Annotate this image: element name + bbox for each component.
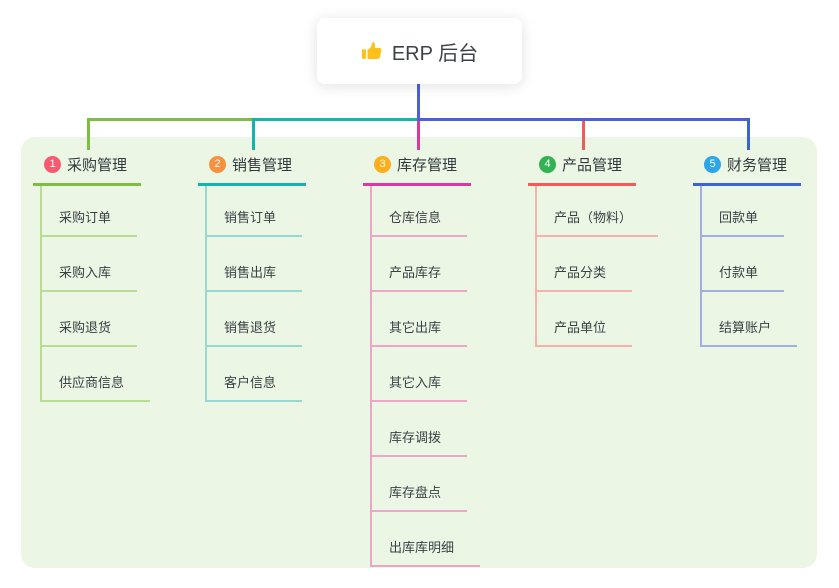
child-label: 销售出库 [224,265,277,280]
child-label: 出库库明细 [389,540,455,555]
child-node[interactable]: 结算账户 [702,292,798,347]
child-node[interactable]: 其它出库 [372,292,468,347]
child-label: 产品单位 [554,320,607,335]
branch-title: 采购管理 [67,157,128,174]
child-node[interactable]: 采购订单 [42,186,138,237]
child-label: 采购入库 [59,265,112,280]
branch-number-badge: 3 [374,156,391,173]
child-label: 付款单 [719,265,759,280]
child-label: 库存调拨 [389,430,442,445]
child-label: 其它出库 [389,320,442,335]
branch-5: 5 财务管理 回款单付款单结算账户 [693,148,801,347]
branch-title: 库存管理 [397,157,458,174]
branch-number-badge: 5 [704,156,721,173]
branch-title: 产品管理 [562,157,623,174]
child-node[interactable]: 产品单位 [537,292,633,347]
trunk-line [417,84,420,121]
child-label: 产品分类 [554,265,607,280]
connector-drop [582,121,585,150]
child-label: 产品库存 [389,265,442,280]
connector-horizontal-left [87,118,252,121]
branch-children: 销售订单销售出库销售退货客户信息 [205,186,306,402]
child-node[interactable]: 销售订单 [207,186,303,237]
connector-drop [417,121,420,150]
child-label: 采购订单 [59,210,112,225]
child-node[interactable]: 客户信息 [207,347,303,402]
child-node[interactable]: 销售退货 [207,292,303,347]
connector-horizontal-mid [252,118,417,121]
child-node[interactable]: 采购入库 [42,237,138,292]
child-node[interactable]: 产品分类 [537,237,633,292]
connector-horizontal-right [417,118,750,121]
child-label: 库存盘点 [389,485,442,500]
branch-number-badge: 4 [539,156,556,173]
child-node[interactable]: 产品库存 [372,237,468,292]
branch-title: 财务管理 [727,157,788,174]
branch-header[interactable]: 5 财务管理 [693,148,801,186]
connector-drop [87,118,90,150]
child-label: 其它入库 [389,375,442,390]
branch-header[interactable]: 4 产品管理 [528,148,636,186]
branch-children: 产品（物料） 产品分类产品单位 [535,186,659,347]
connector-drop [252,118,255,150]
branch-children: 采购订单采购入库采购退货供应商信息 [40,186,151,402]
branch-2: 2 销售管理 销售订单销售出库销售退货客户信息 [198,148,306,402]
child-label: 客户信息 [224,375,277,390]
branch-header[interactable]: 3 库存管理 [363,148,471,186]
thumbs-up-icon [361,40,383,62]
branch-children: 仓库信息产品库存其它出库其它入库库存调拨库存盘点出库库明细 [370,186,481,567]
child-label: 仓库信息 [389,210,442,225]
branch-header[interactable]: 2 销售管理 [198,148,306,186]
child-label: 采购退货 [59,320,112,335]
child-label: 销售退货 [224,320,277,335]
branch-number-badge: 2 [209,156,226,173]
root-label: ERP 后台 [391,42,479,65]
branches-panel [21,137,817,568]
child-node[interactable]: 回款单 [702,186,785,237]
root-node[interactable]: ERP 后台 [317,18,522,84]
child-node[interactable]: 供应商信息 [42,347,151,402]
child-label: 销售订单 [224,210,277,225]
child-node[interactable]: 库存盘点 [372,457,468,512]
branch-title: 销售管理 [232,157,293,174]
connector-drop [747,118,750,150]
child-node[interactable]: 采购退货 [42,292,138,347]
child-label: 回款单 [719,210,759,225]
branch-1: 1 采购管理 采购订单采购入库采购退货供应商信息 [33,148,151,402]
child-label: 结算账户 [719,320,772,335]
child-node[interactable]: 其它入库 [372,347,468,402]
child-label: 供应商信息 [59,375,125,390]
child-node[interactable]: 付款单 [702,237,785,292]
child-node[interactable]: 销售出库 [207,237,303,292]
child-label: 产品（物料） [554,210,633,225]
branch-number-badge: 1 [44,156,61,173]
child-node[interactable]: 仓库信息 [372,186,468,237]
branch-header[interactable]: 1 采购管理 [33,148,141,186]
branch-children: 回款单付款单结算账户 [700,186,801,347]
child-node[interactable]: 库存调拨 [372,402,468,457]
branch-3: 3 库存管理 仓库信息产品库存其它出库其它入库库存调拨库存盘点出库库明细 [363,148,481,567]
child-node[interactable]: 出库库明细 [372,512,481,567]
branch-4: 4 产品管理 产品（物料） 产品分类产品单位 [528,148,659,347]
child-node[interactable]: 产品（物料） [537,186,659,237]
